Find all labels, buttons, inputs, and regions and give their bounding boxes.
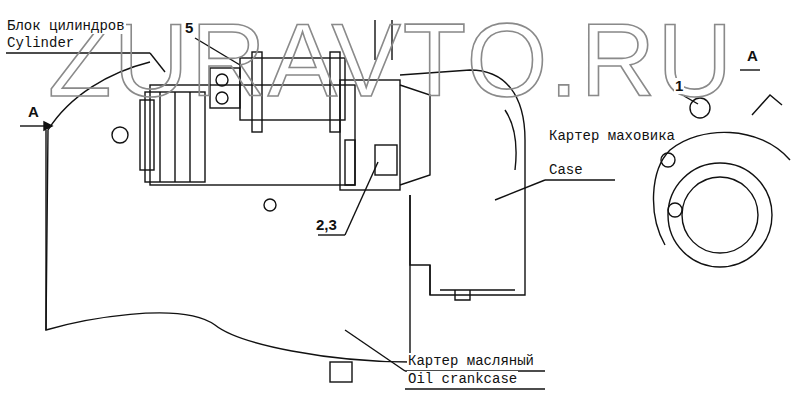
callout-number: 1: [674, 78, 684, 94]
housing-bolt: [455, 290, 470, 300]
view-letter: A: [27, 104, 40, 120]
mount-flange: [345, 140, 355, 185]
drain-plug: [330, 362, 352, 382]
view-a-terminal: [752, 95, 782, 115]
view-letter: A: [746, 48, 759, 64]
view-a-nut: [661, 153, 675, 167]
part-name: Картер масляный: [407, 353, 535, 369]
housing-flange: [430, 265, 515, 295]
view-a-drive: [682, 177, 758, 253]
plug: [264, 199, 276, 211]
underline: [405, 388, 545, 389]
leader-line: [345, 162, 378, 235]
watermark: ZURAVTO.RU: [48, 8, 734, 112]
callout-number: 5: [184, 20, 194, 36]
arrowhead: [44, 122, 52, 130]
underline: [318, 234, 345, 235]
housing-curve: [505, 110, 516, 170]
view-a-flange: [668, 163, 772, 267]
bolt-head: [112, 127, 128, 143]
view-arrow: [740, 69, 760, 70]
part-name: Картер маховика: [548, 128, 676, 144]
underline: [545, 179, 615, 180]
callout-number: 2,3: [315, 217, 338, 233]
view-a-outline: [654, 132, 790, 245]
part-name: Oil crankcase: [407, 371, 518, 387]
leader-line: [345, 330, 405, 371]
mount-nut: [375, 145, 397, 175]
part-name: Cylinder: [6, 35, 75, 51]
part-name: Блок цилиндров: [6, 18, 126, 34]
view-a-nut: [668, 203, 682, 217]
part-name: Case: [548, 162, 584, 178]
leader-line: [495, 180, 545, 200]
crankcase-edge: [45, 130, 46, 330]
